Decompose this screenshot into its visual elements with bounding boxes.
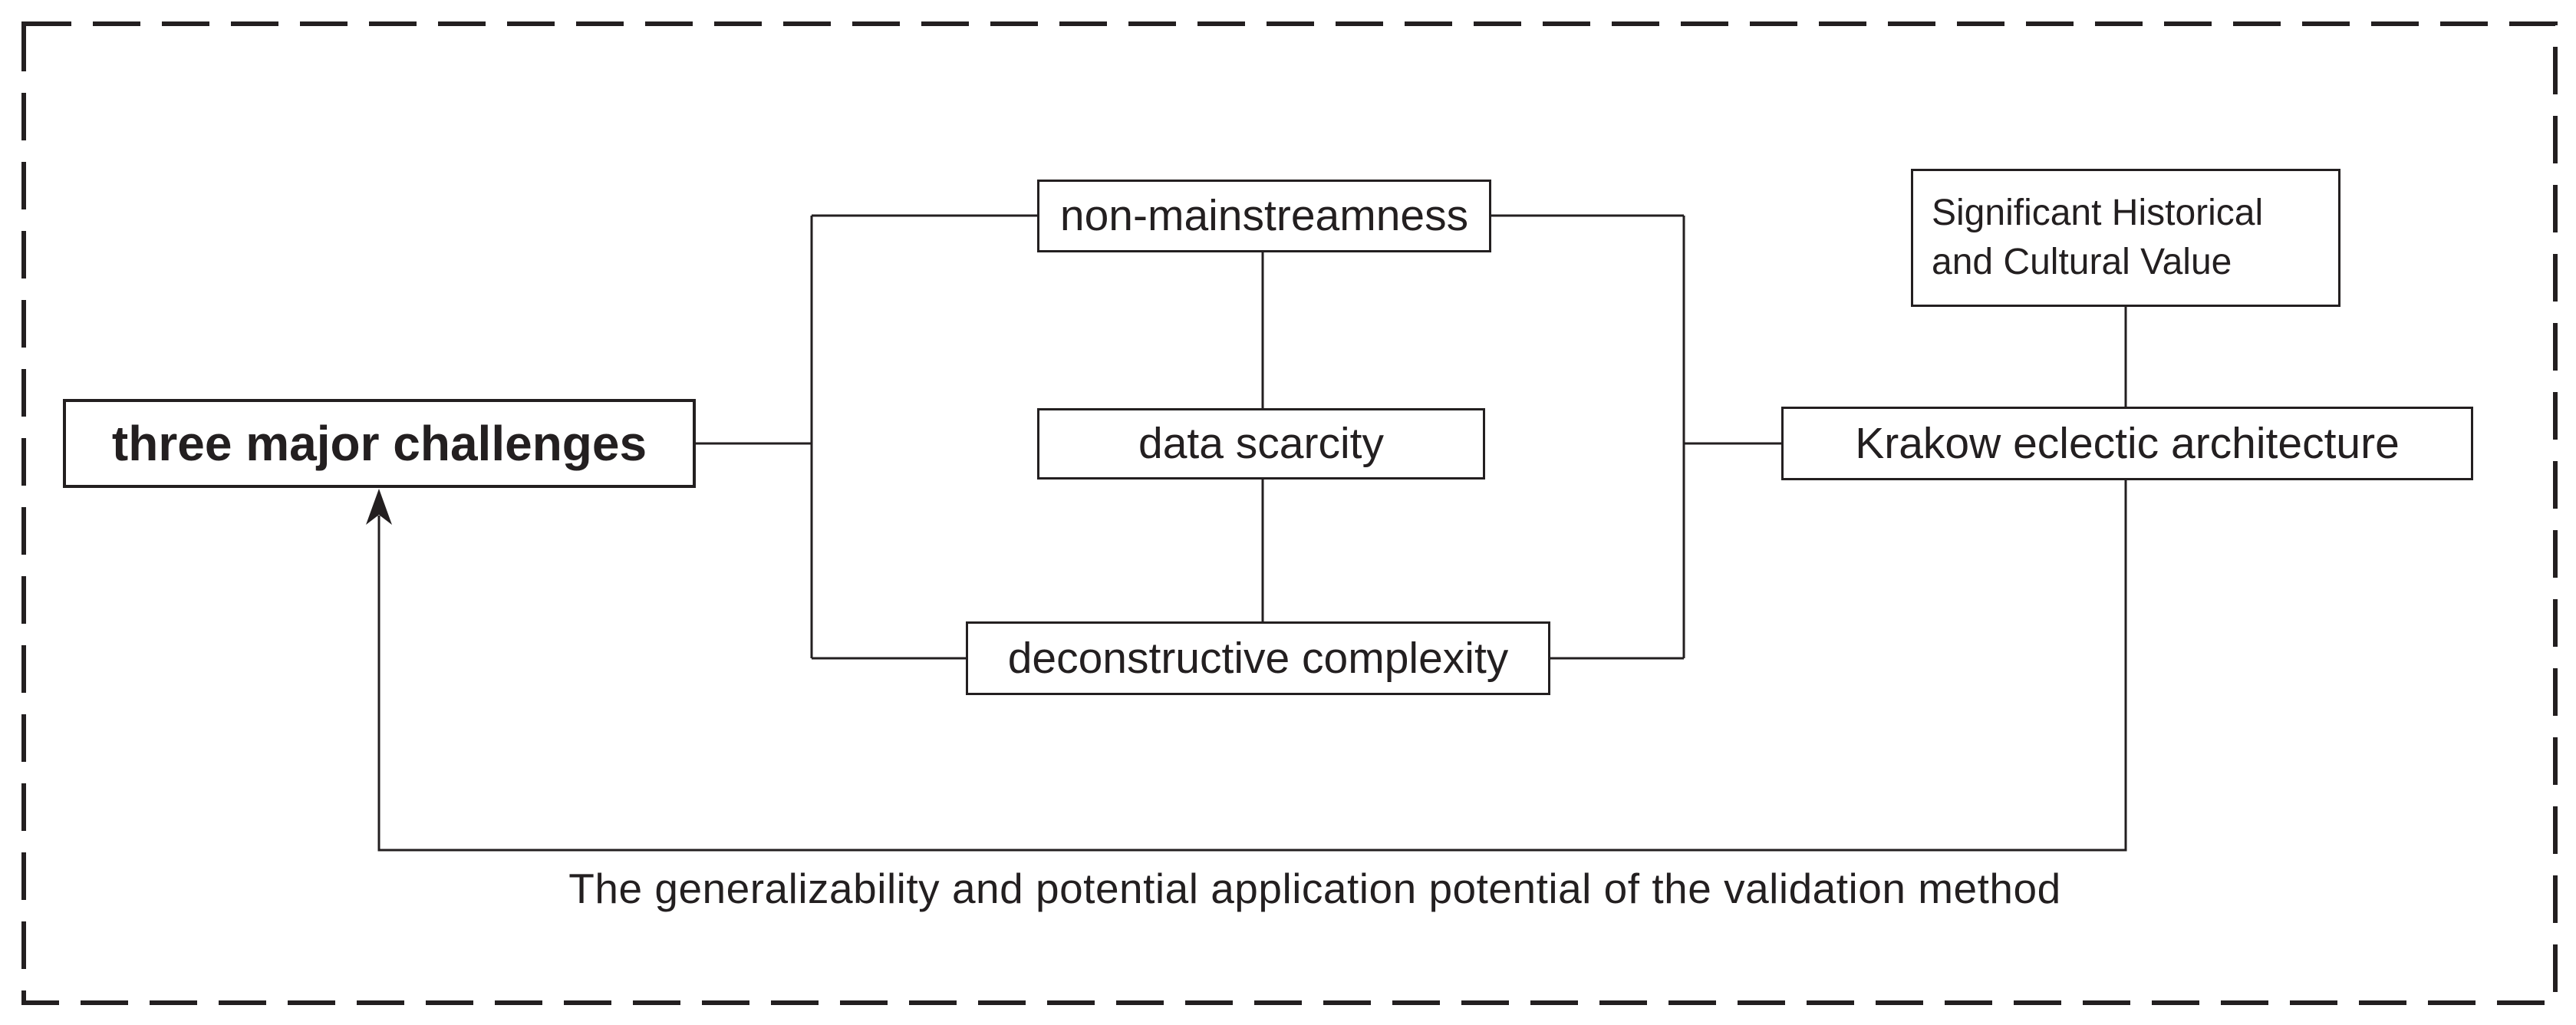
node-data-scarcity: data scarcity [1037,408,1485,480]
node-significant-value-line1: Significant Historical [1932,192,2264,233]
node-krakow-label: Krakow eclectic architecture [1855,418,2400,468]
node-significant-historical-cultural-value: Significant Historical and Cultural Valu… [1911,169,2340,307]
node-significant-value-line2: and Cultural Value [1932,242,2232,282]
node-non-mainstreamness-label: non-mainstreamness [1059,191,1469,241]
node-non-mainstreamness: non-mainstreamness [1037,180,1491,252]
node-data-scarcity-label: data scarcity [1138,419,1384,469]
node-deconstructive-complexity-label: deconstructive complexity [1007,633,1509,683]
arrow-up-icon [366,489,392,525]
dashed-border [21,21,2558,1005]
diagram-caption: The generalizability and potential appli… [568,865,2061,912]
node-three-major-challenges: three major challenges [63,399,696,488]
node-krakow-eclectic-architecture: Krakow eclectic architecture [1781,407,2473,480]
node-deconstructive-complexity: deconstructive complexity [966,621,1550,695]
feedback-connector [377,480,2127,852]
node-three-major-challenges-label: three major challenges [111,415,647,471]
